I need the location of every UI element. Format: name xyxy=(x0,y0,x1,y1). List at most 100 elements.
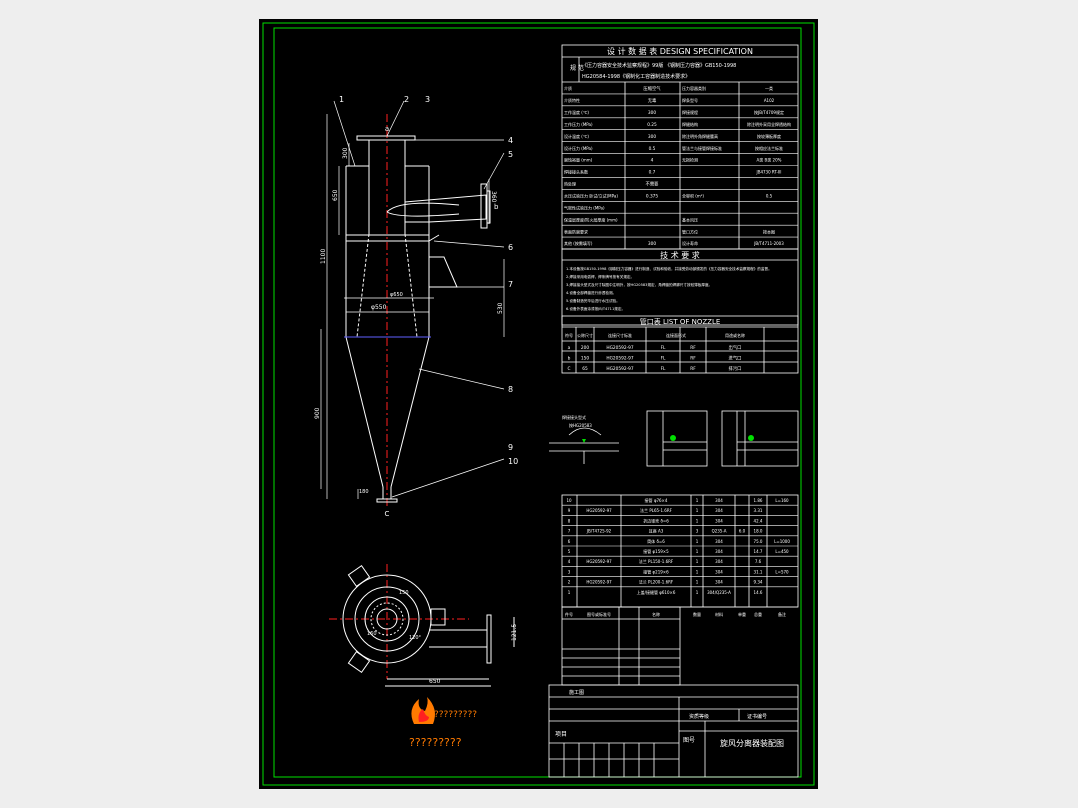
dim-phi550: φ550 xyxy=(371,304,387,311)
balloon-7: 7 xyxy=(508,280,513,289)
dim-121-5: 121.5 xyxy=(511,624,518,641)
part-cell: 4 xyxy=(568,559,571,564)
part-cell: 1 xyxy=(696,590,699,595)
nozzle-cell: RF xyxy=(690,356,696,362)
nozzle-h-std: 连接尺寸标准 xyxy=(608,332,632,338)
parts-h-qty: 数量 xyxy=(693,611,701,617)
tech-table-grid xyxy=(561,248,799,326)
part-cell: 8 xyxy=(568,518,571,523)
tech-item-2: 2.焊接采用电弧焊，焊条牌号按有关规定。 xyxy=(566,274,634,279)
dim-180: 180 xyxy=(359,489,369,495)
part-cell: 9 xyxy=(568,508,571,513)
nozzle-table-grid xyxy=(561,315,799,374)
spec-row-label: 工作温度 (℃) xyxy=(564,109,589,115)
spec-row-value-2: A类 B类 20% xyxy=(757,157,782,163)
nozzle-cell: 65 xyxy=(582,366,588,372)
balloon-2: 2 xyxy=(404,95,409,104)
spec-row-value: 0.375 xyxy=(646,193,659,199)
spec-row-label-2: 焊缝结构 xyxy=(682,121,698,127)
balloon-10: 10 xyxy=(508,457,518,466)
part-cell: 75.0 xyxy=(754,539,763,544)
weld-label-2: 按HG20583 xyxy=(569,422,592,428)
part-cell: 法兰 PL150-1.6RF xyxy=(639,558,674,564)
spec-row-value: 0.25 xyxy=(647,122,657,128)
part-cell: 3.31 xyxy=(754,508,763,513)
spec-row-label: 介质 xyxy=(564,85,572,91)
drawing-name: 旋风分离器装配图 xyxy=(720,738,784,748)
spec-row-value-2: JB4730 RT-III xyxy=(756,170,782,175)
nozzle-c-mark: C xyxy=(385,510,390,518)
balloon-5: 5 xyxy=(508,150,513,159)
part-cell: 1 xyxy=(696,539,699,544)
dim-360: 360 xyxy=(490,191,497,203)
spec-row-value-2: 按较薄板厚度 xyxy=(757,133,781,139)
approval-grid xyxy=(561,606,681,686)
part-cell: JB/T4725-92 xyxy=(586,529,612,534)
nozzle-cell: HG20592-97 xyxy=(606,366,634,372)
part-cell: 接管 φ159×5 xyxy=(643,548,669,554)
spec-row-value: 300 xyxy=(648,110,656,116)
tech-item-5: 5.设备制造完毕后进行水压试验。 xyxy=(566,298,620,303)
title-block-grid xyxy=(548,684,799,778)
part-cell: L=160 xyxy=(775,498,789,503)
spec-std-label: 规 范 xyxy=(570,64,584,72)
dim-phi650: φ650 xyxy=(390,292,403,298)
nozzle-cell: RF xyxy=(690,366,696,372)
part-cell: 304 xyxy=(715,549,723,554)
part-cell: Q235-A xyxy=(712,529,727,534)
spec-row-value-2: A102 xyxy=(764,98,775,103)
part-cell: HG20592-97 xyxy=(586,580,612,585)
title-cert: 证书编号 xyxy=(747,713,767,720)
part-cell: 上盖/接缝管 φ610×6 xyxy=(637,589,676,595)
balloon-1: 1 xyxy=(339,95,344,104)
nozzle-h-use: 用途或名称 xyxy=(725,332,745,338)
spec-row-value-2: 0.5 xyxy=(766,193,773,198)
part-cell: 折边锥壳 δ=6 xyxy=(643,517,669,523)
nozzle-cell: C xyxy=(567,366,570,372)
nozzle-title: 管口表 LIST OF NOZZLE xyxy=(640,317,721,326)
part-cell: 304 xyxy=(715,508,723,513)
part-cell: 1 xyxy=(696,580,699,585)
part-cell: 304 xyxy=(715,518,723,523)
part-cell: 1 xyxy=(568,590,571,595)
weld-details xyxy=(549,410,799,467)
title-stage: 施工图 xyxy=(569,689,584,696)
part-cell: 法兰 PL65-1.6RF xyxy=(640,507,673,513)
title-project: 项目 xyxy=(555,731,567,738)
part-cell: 1 xyxy=(696,569,699,574)
part-cell: 耳座 A3 xyxy=(649,528,664,534)
part-cell: 304 xyxy=(715,498,723,503)
part-cell: 9.34 xyxy=(754,580,763,585)
outer-frame xyxy=(262,22,815,786)
title-qualification: 资质等级 xyxy=(689,713,709,720)
part-cell: 304 xyxy=(715,539,723,544)
parts-h-remark: 备注 xyxy=(778,611,786,617)
spec-row-value: 300 xyxy=(648,241,656,247)
part-cell: L=570 xyxy=(775,569,789,574)
elevation-view xyxy=(344,114,491,509)
part-cell: 接管 φ76×4 xyxy=(645,497,668,503)
spec-row-label: 焊接接头系数 xyxy=(564,169,588,175)
parts-h-total: 总重 xyxy=(754,611,762,617)
part-cell: 接管 φ219×6 xyxy=(643,568,669,574)
spec-row-label: 工作压力 (MPa) xyxy=(564,121,593,127)
dim-650: 650 xyxy=(332,189,339,201)
nozzle-cell: b xyxy=(568,356,571,362)
spec-row-label: 水压试验压力 卧试/立试(MPa) xyxy=(564,192,618,198)
parts-h-no: 件号 xyxy=(565,611,573,617)
spec-row-label-2: 管口方位 xyxy=(682,228,698,234)
spec-row-label: 表面防腐要求 xyxy=(564,228,588,234)
nozzle-cell: FL xyxy=(661,345,666,351)
tech-item-4: 4.设备全部焊缝进行渗透检测。 xyxy=(566,290,616,295)
parts-h-std: 图号或标准号 xyxy=(587,611,611,617)
dim-650-plan: 650 xyxy=(429,678,441,685)
spec-row-value-2: 一类 xyxy=(765,85,773,91)
part-cell: 筒体 δ=6 xyxy=(647,538,665,544)
nozzle-cell: 排污口 xyxy=(729,365,742,372)
spec-row-label: 保温层厚度/防火层厚度 (mm) xyxy=(564,216,618,222)
